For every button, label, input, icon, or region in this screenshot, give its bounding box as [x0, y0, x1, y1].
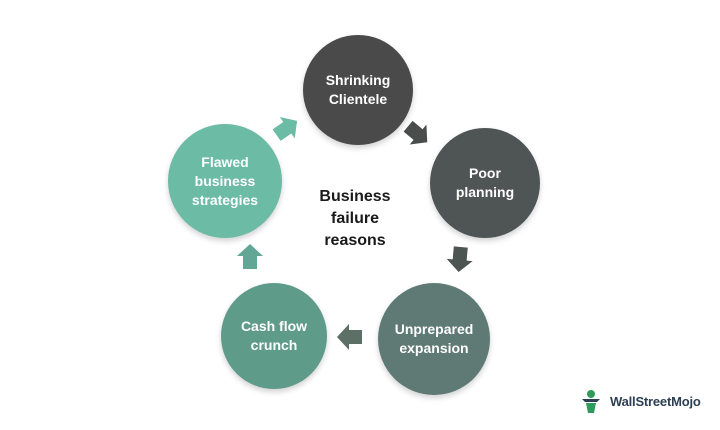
- arrow-expansion-to-cashflow: [337, 324, 362, 350]
- wallstreetmojo-logo-icon: [582, 390, 600, 413]
- node-flawed-business-strategies: Flawed business strategies: [168, 124, 282, 238]
- arrow-clientele-to-planning: [403, 120, 428, 145]
- node-shrinking-clientele: Shrinking Clientele: [303, 35, 413, 145]
- arrow-planning-to-expansion: [446, 246, 473, 272]
- logo: WallStreetMojo: [578, 387, 701, 415]
- node-unprepared-expansion: Unprepared expansion: [378, 283, 490, 395]
- node-poor-planning: Poor planning: [430, 128, 540, 238]
- arrow-strategies-to-clientele: [272, 117, 298, 141]
- logo-text: WallStreetMojo: [610, 393, 701, 409]
- node-cash-flow-crunch: Cash flow crunch: [221, 283, 327, 389]
- center-title: Business failure reasons: [319, 188, 391, 249]
- arrow-cashflow-to-strategies: [237, 244, 263, 269]
